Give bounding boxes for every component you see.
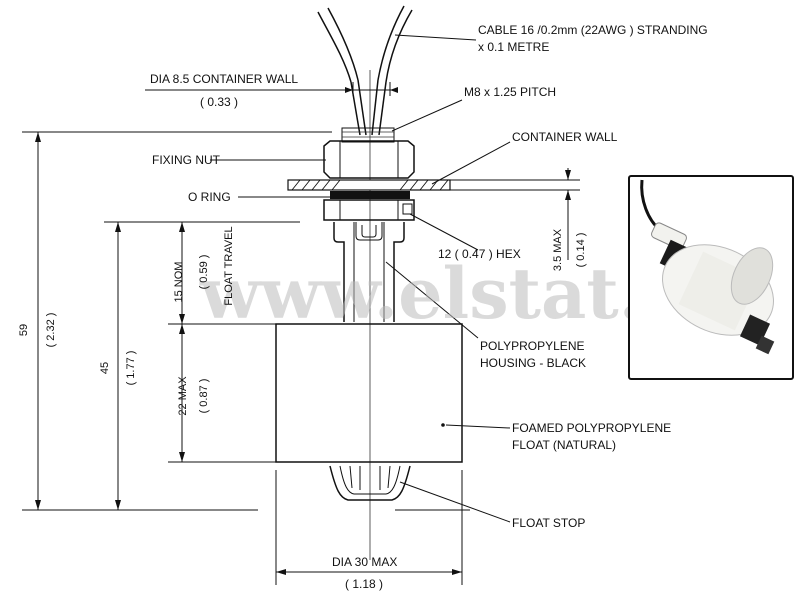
float-label-line2: FLOAT (NATURAL) bbox=[512, 438, 616, 452]
cable-label-line1: CABLE 16 /0.2mm (22AWG ) STRANDING bbox=[478, 23, 708, 37]
dim-15-nom: 15 NOM bbox=[173, 262, 185, 303]
dim-59: 59 bbox=[18, 324, 30, 336]
dim-3-5-max: 3.5 MAX bbox=[552, 228, 564, 271]
dia-container-wall-label: DIA 8.5 CONTAINER WALL bbox=[150, 72, 298, 86]
fixing-nut-label: FIXING NUT bbox=[152, 153, 221, 167]
float-body bbox=[275, 323, 463, 463]
container-wall-label: CONTAINER WALL bbox=[512, 130, 618, 144]
float-label-line1: FOAMED POLYPROPYLENE bbox=[512, 421, 671, 435]
housing-label-line2: HOUSING - BLACK bbox=[480, 356, 586, 370]
dim-3-5-inch: ( 0.14 ) bbox=[575, 233, 587, 268]
float-stop-label: FLOAT STOP bbox=[512, 516, 585, 530]
hex-body bbox=[323, 199, 415, 221]
cable-label-line2: x 0.1 METRE bbox=[478, 40, 549, 54]
dim-22-inch: ( 0.87 ) bbox=[198, 379, 210, 414]
dia-container-wall-inch: ( 0.33 ) bbox=[200, 95, 238, 109]
float-travel-label: FLOAT TRAVEL bbox=[223, 226, 235, 305]
callout-labels: CABLE 16 /0.2mm (22AWG ) STRANDING x 0.1… bbox=[150, 23, 708, 591]
leader-lines bbox=[210, 34, 511, 523]
container-wall bbox=[287, 179, 580, 191]
dim-45-inch: ( 1.77 ) bbox=[125, 351, 137, 386]
m8-pitch-label: M8 x 1.25 PITCH bbox=[464, 85, 556, 99]
dia30-label: DIA 30 MAX bbox=[332, 555, 397, 569]
dim-15-inch: ( 0.59 ) bbox=[198, 255, 210, 290]
dimension-lines bbox=[22, 82, 569, 585]
cable-wires bbox=[317, 5, 413, 136]
dim-22-max: 22 MAX bbox=[177, 376, 189, 416]
housing-stem bbox=[333, 222, 405, 322]
dim-45: 45 bbox=[99, 362, 111, 374]
float-switch-photo bbox=[628, 175, 794, 380]
dia30-inch: ( 1.18 ) bbox=[345, 577, 383, 591]
arrowheads bbox=[35, 87, 571, 575]
dimension-values: 59 ( 2.32 ) 45 ( 1.77 ) 15 NOM ( 0.59 ) … bbox=[18, 226, 587, 415]
threaded-stem bbox=[341, 127, 395, 143]
o-ring-label: O RING bbox=[188, 190, 231, 204]
housing-label-line1: POLYPROPYLENE bbox=[480, 339, 584, 353]
dim-59-inch: ( 2.32 ) bbox=[45, 313, 57, 348]
hex-label: 12 ( 0.47 ) HEX bbox=[438, 247, 521, 261]
o-ring bbox=[330, 191, 410, 199]
fixing-nut bbox=[323, 140, 415, 179]
